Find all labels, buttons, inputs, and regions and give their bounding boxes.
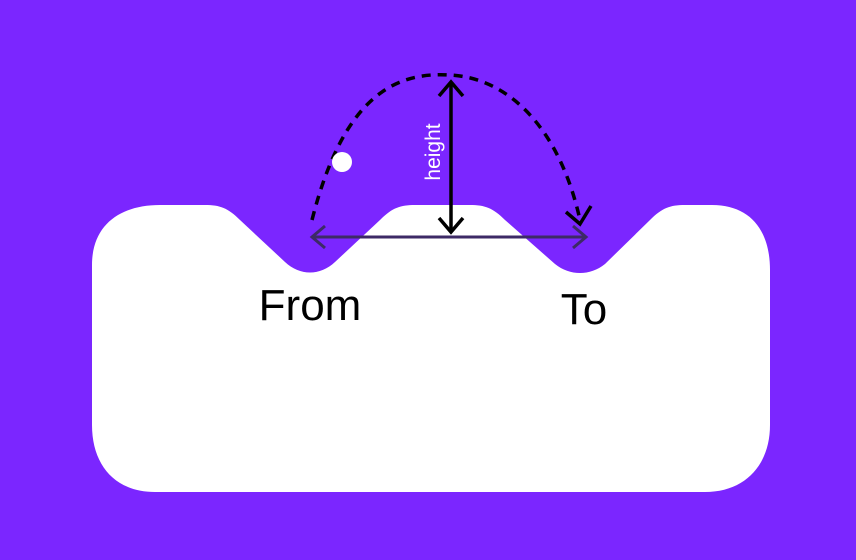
to-label: To (561, 285, 607, 334)
from-label: From (259, 281, 362, 330)
distance-arrowhead-right (572, 224, 589, 250)
height-arrowhead-top (437, 79, 465, 98)
distance-arrowhead-left (309, 224, 326, 250)
trajectory-arrowhead (564, 205, 593, 227)
height-arrowhead-bottom (437, 216, 465, 235)
object-marker (332, 152, 352, 172)
ground-surface (92, 205, 770, 492)
height-label: height (422, 123, 445, 180)
trajectory-arc (310, 72, 582, 221)
